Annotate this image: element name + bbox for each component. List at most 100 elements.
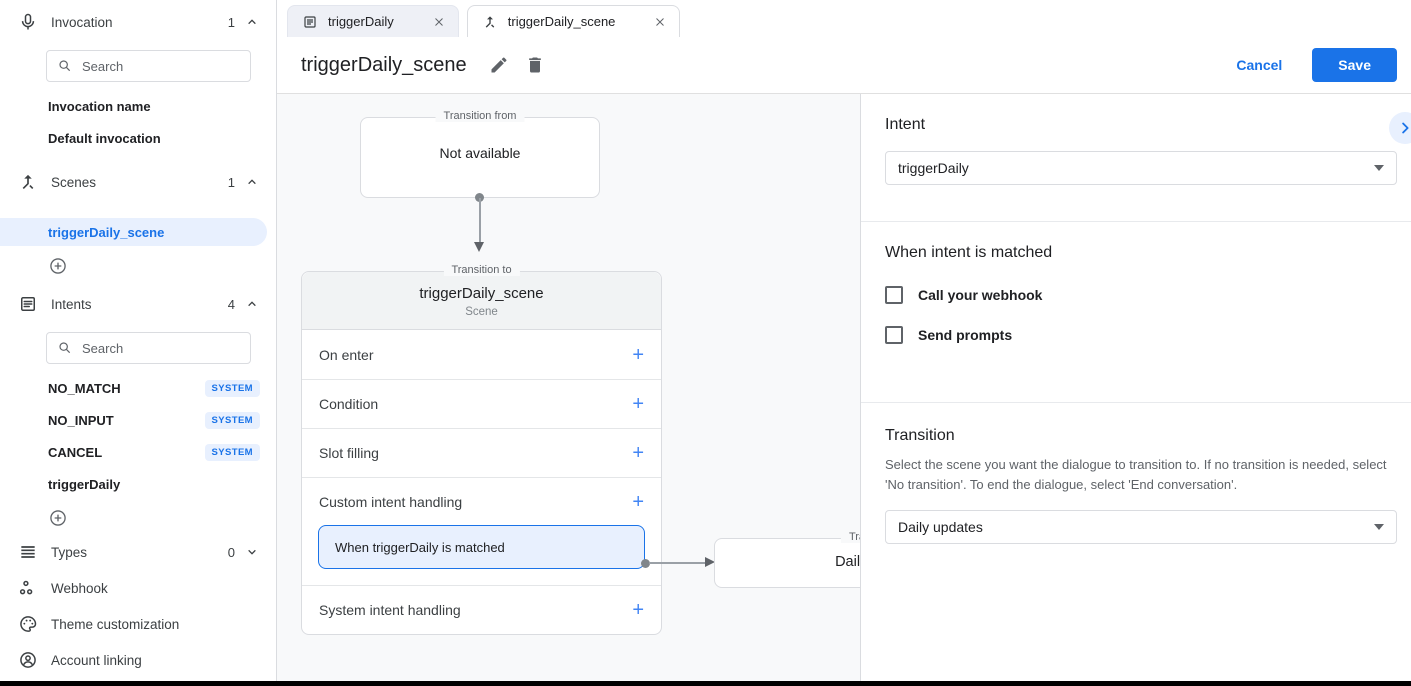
transition-select[interactable]: Daily updates <box>885 510 1397 544</box>
panel-section-when-matched: When intent is matched Call your webhook… <box>861 222 1411 403</box>
sidebar-item-no-match[interactable]: NO_MATCH SYSTEM <box>0 374 276 402</box>
close-icon[interactable] <box>653 15 667 29</box>
list-icon <box>18 542 38 562</box>
title-bar: triggerDaily_scene Cancel Save <box>277 37 1411 94</box>
send-prompts-checkbox[interactable] <box>885 326 903 344</box>
intents-count: 4 <box>227 296 235 312</box>
sidebar-item-default-invocation[interactable]: Default invocation <box>48 130 161 146</box>
scene-icon <box>482 14 498 30</box>
scene-card-header: triggerDaily_scene Scene <box>302 272 661 330</box>
sidebar-item-triggerdaily[interactable]: triggerDaily <box>48 476 121 492</box>
linked-scene-box[interactable]: Transition to Daily updates <box>714 531 860 588</box>
intent-detail-panel: Intent triggerDaily When intent is match… <box>860 94 1411 681</box>
scenes-count: 1 <box>227 174 235 190</box>
sidebar-section-scenes[interactable]: Scenes 1 <box>0 160 276 204</box>
transition-to-label: Transition to <box>443 264 520 276</box>
sidebar-item-triggerdaily-scene[interactable]: triggerDaily_scene <box>0 218 267 246</box>
scene-card-subtitle: Scene <box>465 306 498 318</box>
transition-heading: Transition <box>885 427 955 444</box>
system-badge: SYSTEM <box>204 379 260 397</box>
call-webhook-checkbox[interactable] <box>885 286 903 304</box>
sidebar-item-cancel[interactable]: CANCEL SYSTEM <box>0 438 276 466</box>
tab-triggerdaily-scene[interactable]: triggerDaily_scene <box>466 5 681 37</box>
cancel-button[interactable]: Cancel <box>1220 49 1298 81</box>
account-circle-icon <box>18 650 38 670</box>
linked-scene-title: Daily updates <box>835 554 860 570</box>
scene-row-custom-intent-handling: Custom intent handling + <box>319 490 644 513</box>
chevron-down-icon <box>248 549 256 555</box>
chevron-up-icon <box>248 179 256 185</box>
microphone-icon <box>18 12 38 32</box>
add-slot-filling-button[interactable]: + <box>632 442 644 464</box>
types-count: 0 <box>227 544 235 560</box>
sidebar-section-label: Types <box>51 544 88 560</box>
dropdown-caret-icon <box>1374 524 1384 530</box>
intents-search <box>46 332 251 364</box>
scene-row-system-intent-handling: System intent handling + <box>302 585 661 634</box>
transition-from-box: Transition from Not available <box>360 110 600 198</box>
add-intent-button[interactable] <box>48 508 68 528</box>
connector-line <box>479 198 481 242</box>
add-condition-button[interactable]: + <box>632 393 644 415</box>
palette-icon <box>18 614 38 634</box>
chevron-up-icon <box>248 19 256 25</box>
arrow-down-icon <box>474 242 484 252</box>
sidebar: Invocation 1 Invocation name Default inv… <box>0 0 277 681</box>
add-on-enter-button[interactable]: + <box>632 343 644 366</box>
sidebar-section-intents[interactable]: Intents 4 <box>0 282 276 326</box>
system-badge: SYSTEM <box>204 443 260 461</box>
intent-handler-when-triggerdaily-matched[interactable]: When triggerDaily is matched <box>318 525 645 569</box>
collapse-panel-button[interactable] <box>1389 112 1411 144</box>
sidebar-section-label: Intents <box>51 296 92 312</box>
intent-icon <box>18 294 38 314</box>
panel-section-transition: Transition Select the scene you want the… <box>861 403 1411 544</box>
sidebar-item-account-linking[interactable]: Account linking <box>0 642 276 678</box>
invocation-search-input[interactable] <box>82 58 222 74</box>
intent-icon <box>302 14 318 30</box>
sidebar-item-theme-customization[interactable]: Theme customization <box>0 606 276 642</box>
webhook-icon <box>18 578 38 598</box>
dropdown-caret-icon <box>1374 165 1384 171</box>
scene-canvas: Transition from Not available Transition… <box>277 94 860 681</box>
save-button[interactable]: Save <box>1312 48 1397 82</box>
add-system-intent-button[interactable]: + <box>632 599 644 621</box>
tab-triggerdaily[interactable]: triggerDaily <box>287 5 459 37</box>
intents-search-input[interactable] <box>82 340 222 356</box>
system-badge: SYSTEM <box>204 411 260 429</box>
tab-strip: triggerDaily triggerDaily_scene <box>277 0 1411 37</box>
invocation-search <box>46 50 251 82</box>
transition-from-content: Not available <box>439 145 521 161</box>
sidebar-item-invocation-name[interactable]: Invocation name <box>48 98 151 114</box>
add-scene-button[interactable] <box>48 256 68 276</box>
scene-card-title: triggerDaily_scene <box>419 285 544 302</box>
send-prompts-option[interactable]: Send prompts <box>885 326 1397 344</box>
call-webhook-option[interactable]: Call your webhook <box>885 286 1397 304</box>
arrow-right-icon <box>705 557 715 567</box>
sidebar-item-no-input[interactable]: NO_INPUT SYSTEM <box>0 406 276 434</box>
scene-row-on-enter: On enter + <box>319 343 644 366</box>
delete-icon[interactable] <box>525 55 545 75</box>
close-icon[interactable] <box>432 15 446 29</box>
chevron-up-icon <box>248 301 256 307</box>
sidebar-item-webhook[interactable]: Webhook <box>0 570 276 606</box>
scene-section-custom-intent: Custom intent handling + When triggerDai… <box>302 477 661 585</box>
main-area: triggerDaily triggerDaily_scene tri <box>277 0 1411 681</box>
when-matched-heading: When intent is matched <box>885 244 1053 261</box>
page-title: triggerDaily_scene <box>301 53 467 76</box>
invocation-count: 1 <box>227 14 235 30</box>
scene-row-condition: Condition + <box>302 379 661 428</box>
scene-card: Transition to triggerDaily_scene Scene O… <box>301 264 662 635</box>
connector-dot <box>475 193 484 202</box>
sidebar-section-types[interactable]: Types 0 <box>0 534 276 570</box>
transition-description: Select the scene you want the dialogue t… <box>885 457 1387 492</box>
sidebar-section-label: Scenes <box>51 174 97 190</box>
edit-icon[interactable] <box>489 55 509 75</box>
scene-row-slot-filling: Slot filling + <box>302 428 661 477</box>
chevron-right-icon <box>1402 122 1409 134</box>
scene-icon <box>18 172 38 192</box>
sidebar-section-invocation[interactable]: Invocation 1 <box>0 0 276 44</box>
intent-select[interactable]: triggerDaily <box>885 151 1397 185</box>
connector-line <box>649 562 706 564</box>
add-custom-intent-button[interactable]: + <box>632 490 644 513</box>
